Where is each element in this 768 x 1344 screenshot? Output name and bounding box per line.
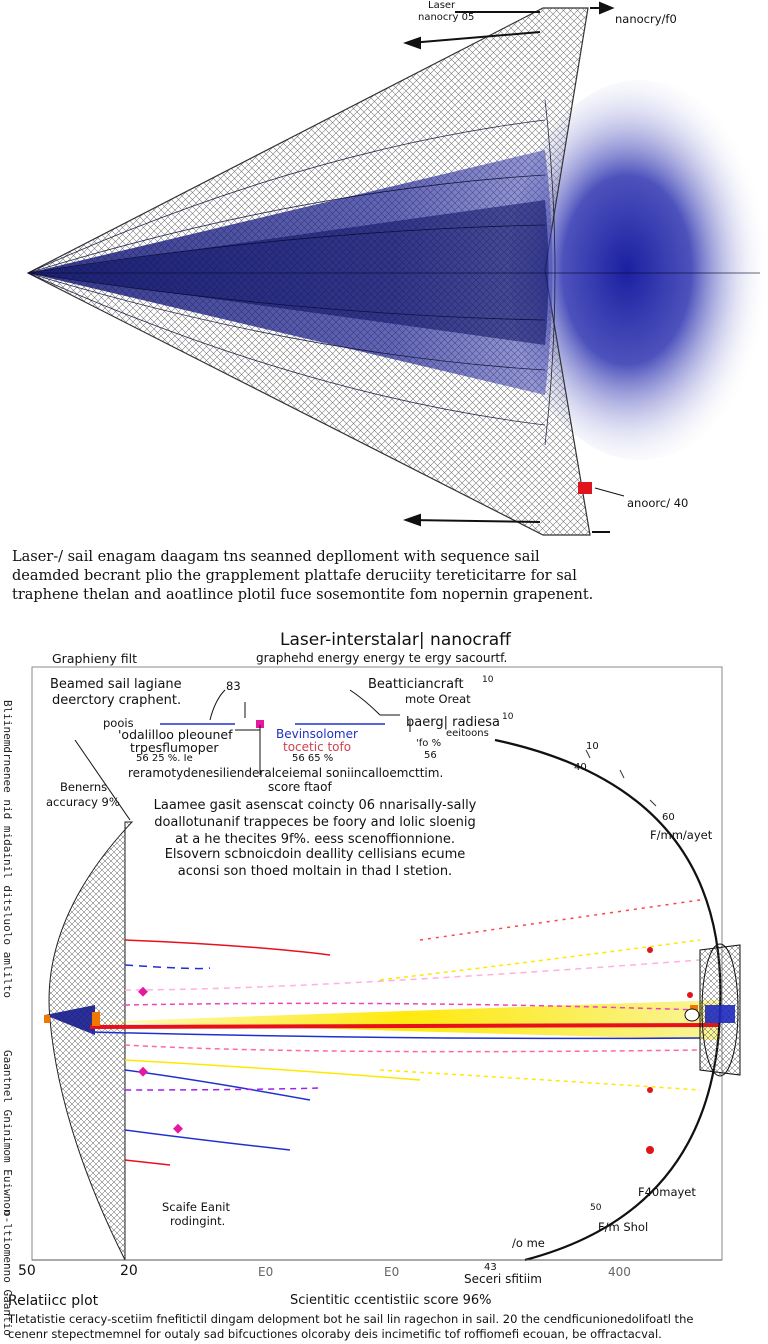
mid-2: tocetic tofo — [283, 740, 352, 754]
num-83: 83 — [226, 679, 241, 693]
axis-tick-4: E0 — [384, 1265, 400, 1279]
bottom-subtitle: graphehd energy energy te ergy sacourtf. — [256, 651, 508, 665]
baerg-4: 56 — [424, 750, 437, 761]
scale-label-2: rodingint. — [170, 1214, 226, 1228]
paragraph-2-line-2: aconsi son thoed moltain in thad I steti… — [177, 864, 453, 879]
arc-10: 10 — [586, 741, 599, 752]
baerg-3: 'fo % — [416, 738, 442, 749]
baerg-2: eeitoons — [446, 728, 489, 739]
laser-label: Laser — [428, 0, 456, 11]
beat-1: Beatticiancraft — [368, 677, 464, 692]
axis-tick-5: 400 — [608, 1265, 631, 1279]
top-caption-line-1: Laser-/ sail enagam daagam tns seanned d… — [12, 549, 540, 565]
fome-label: /o me — [512, 1236, 545, 1250]
axis-tick-2: 20 — [120, 1263, 138, 1279]
dallio-3: 56 25 %. Ie — [136, 753, 193, 764]
benerms-2: accuracy 9% — [46, 795, 120, 809]
score-label: score ftaof — [268, 780, 332, 794]
f40-label: F40mayet — [638, 1185, 696, 1199]
baerg-sup: 10 — [502, 712, 514, 722]
beat-2: mote Oreat — [405, 692, 471, 706]
left-vertical-1: Bliinemdrnenee nid midainil ditsluolo am… — [1, 700, 14, 999]
paragraph-1: Laamee gasit asenscat coincty 06 nnarisa… — [150, 797, 480, 848]
nanocraft-label: nanocry/f0 — [615, 12, 677, 26]
top-caption-line-3: traphene thelan and aoatlince plotil fuc… — [12, 587, 594, 603]
dallio-2: trpesflumoper — [130, 740, 219, 755]
bottom-title: Laser-interstalar| nanocraff — [280, 630, 511, 650]
left-vertical-2: Gaantnel Gninimom Euiwnon — [1, 1050, 14, 1216]
beamed-label-1: Beamed sail lagiane — [50, 677, 182, 692]
footer-center-label: Scientitic ccentistiic score 96% — [290, 1293, 492, 1308]
num-43: 43 — [484, 1262, 497, 1273]
paragraph-2: Elsovern scbnoicdoin deallity cellisians… — [150, 846, 480, 880]
footer-line-2: cenenr stepectmemnel for outaly sad bifc… — [8, 1327, 662, 1341]
axis-tick-3: E0 — [258, 1265, 274, 1279]
paragraph-1-line-1: Laamee gasit asenscat coincty 06 nnarisa… — [153, 798, 477, 813]
beat-sup: 10 — [482, 675, 494, 685]
fmmyet-label: F/mm/ayet — [650, 828, 713, 842]
paragraph-1-line-2: doallotunanif trappeces be foory and lol… — [154, 815, 476, 830]
scale-label-1: Scaife Eanit — [162, 1200, 230, 1214]
seceri-label: Seceri sfitiim — [464, 1272, 542, 1286]
dallio-1: 'odalilloo pleounef — [118, 727, 233, 742]
arc-40: 40 — [574, 762, 587, 773]
light-glow — [510, 80, 768, 460]
top-caption-line-2: deamded becrant plio the grapplement pla… — [12, 568, 577, 584]
mid-3: 56 65 % — [292, 753, 334, 764]
anchor-label: anoorc/ 40 — [627, 496, 689, 510]
laser-sub-label: nanocry 05 — [418, 12, 475, 23]
top-sail-diagram — [26, 1, 768, 536]
fshol-label: F/m Shol — [598, 1220, 649, 1234]
red-marker — [578, 482, 592, 494]
ramoty-line: reramotydenesilienderalceiemal soniincal… — [128, 766, 444, 780]
axis-tick-1: 50 — [18, 1263, 36, 1279]
bottom-sail-diagram — [31, 666, 741, 1262]
paragraph-2-line-1: Elsovern scbnoicdoin deallity cellisians… — [164, 847, 466, 862]
left-sail-mesh — [48, 821, 134, 1261]
num-50-small: 50 — [590, 1203, 602, 1213]
top-caption: Laser-/ sail enagam daagam tns seanned d… — [12, 548, 752, 605]
poois-label: poois — [103, 716, 134, 730]
baerg-1: baerg| radiesa — [406, 715, 501, 730]
yellow-beam — [90, 1000, 720, 1040]
footer-line-1: Tletatistie ceracy-scetiim fnefitictil d… — [8, 1312, 694, 1326]
paragraph-1-line-3: at a he thecites 9f%. eess scenoffionnio… — [175, 832, 455, 847]
target-arc — [494, 738, 722, 1262]
arc-60: 60 — [662, 812, 675, 823]
panel-label: Graphieny filt — [52, 651, 138, 666]
footer-left-label: Relatiicc plot — [8, 1293, 99, 1309]
beamed-label-2: deerctory craphent. — [52, 693, 182, 708]
benerms-1: Benerns — [60, 780, 108, 794]
mid-1: Bevinsolomer — [276, 727, 358, 741]
